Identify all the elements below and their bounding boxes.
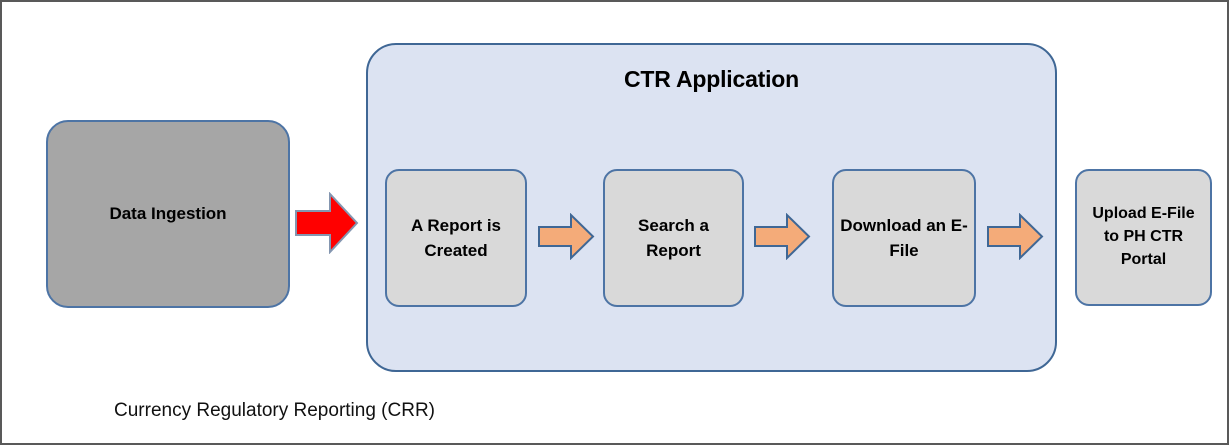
node-upload-e-file-to-ph-ctr-portal: Upload E-File to PH CTR Portal <box>1075 169 1212 306</box>
node-a-report-is-created: A Report is Created <box>385 169 527 307</box>
arrow-created-to-search-icon <box>538 213 595 260</box>
diagram-caption: Currency Regulatory Reporting (CRR) <box>114 400 435 421</box>
node-download-an-e-file: Download an E-File <box>832 169 976 307</box>
arrow-download-to-upload-icon <box>987 213 1044 260</box>
arrow-ingest-to-application-icon <box>295 192 359 254</box>
node-data-ingestion: Data Ingestion <box>46 120 290 308</box>
node-search-a-report: Search a Report <box>603 169 744 307</box>
container-title: CTR Application <box>623 66 800 92</box>
arrow-search-to-download-icon <box>754 213 811 260</box>
